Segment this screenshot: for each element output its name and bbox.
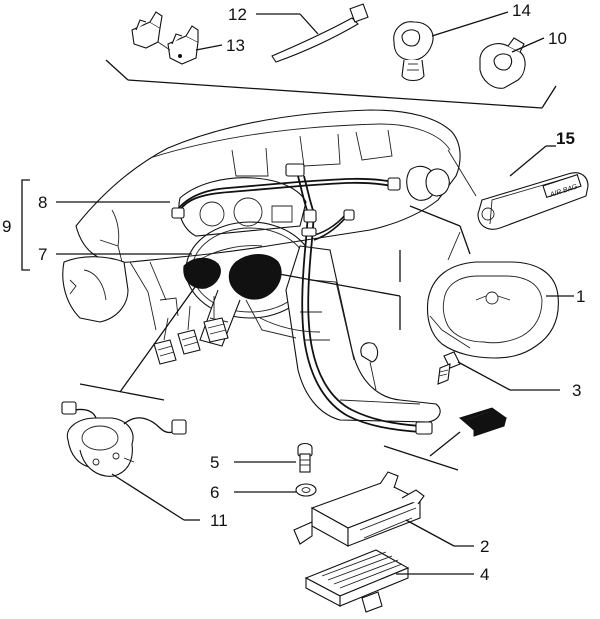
callout-9: 9 xyxy=(2,217,11,236)
leader-15-to-dash xyxy=(409,205,461,227)
leader-connector-b xyxy=(383,445,459,471)
bracket-9 xyxy=(21,179,30,271)
part-10-retaining-clip xyxy=(479,37,526,89)
callout-10: 10 xyxy=(548,29,567,48)
callout-1: 1 xyxy=(576,287,585,306)
part-15-passenger-airbag: AIR BAG xyxy=(477,172,589,230)
airbag-wiring-harness xyxy=(171,163,433,435)
part-11-clock-spring xyxy=(61,401,187,477)
group-line-11 xyxy=(79,383,165,401)
part-3-screw xyxy=(437,351,461,385)
callout-12: 12 xyxy=(228,5,247,24)
callout-6: 6 xyxy=(210,483,219,502)
leader-12 xyxy=(299,13,319,35)
leader-2 xyxy=(405,519,455,547)
leader-10 xyxy=(511,37,545,53)
callout-7: 7 xyxy=(38,245,47,264)
dashboard-assembly xyxy=(62,109,477,423)
leader-3 xyxy=(457,361,511,391)
part-1-driver-airbag xyxy=(426,261,559,359)
part-6-washer xyxy=(295,483,317,497)
group-line-right xyxy=(541,85,557,109)
leader-13 xyxy=(195,44,223,51)
leader-connector xyxy=(429,431,461,457)
airbag-connector-bracket xyxy=(458,407,508,437)
group-line-top xyxy=(127,79,543,109)
callout-14: 14 xyxy=(512,1,531,20)
part-4-mounting-bracket xyxy=(304,549,410,613)
part-14-retainer-clip xyxy=(393,21,434,82)
leader-14 xyxy=(431,11,509,37)
part-13-cable-clip xyxy=(131,11,199,65)
group-line-left xyxy=(105,59,129,81)
callout-8: 8 xyxy=(38,193,47,212)
leader-11-to-hub xyxy=(119,279,201,393)
callout-15: 15 xyxy=(556,129,575,148)
part-2-airbag-control-unit xyxy=(293,471,425,547)
callout-4: 4 xyxy=(480,565,489,584)
leader-15-to-dash-b xyxy=(459,225,471,255)
callout-11: 11 xyxy=(210,511,228,530)
leader-11 xyxy=(111,473,185,521)
callout-5: 5 xyxy=(210,453,219,472)
callout-2: 2 xyxy=(480,537,489,556)
leader-15 xyxy=(509,145,547,177)
part-5-bolt xyxy=(297,442,313,473)
leader-hub-to-1 xyxy=(267,271,401,297)
part-12-cable-tie xyxy=(271,3,369,63)
callout-13: 13 xyxy=(226,36,245,55)
callout-3: 3 xyxy=(572,381,581,400)
